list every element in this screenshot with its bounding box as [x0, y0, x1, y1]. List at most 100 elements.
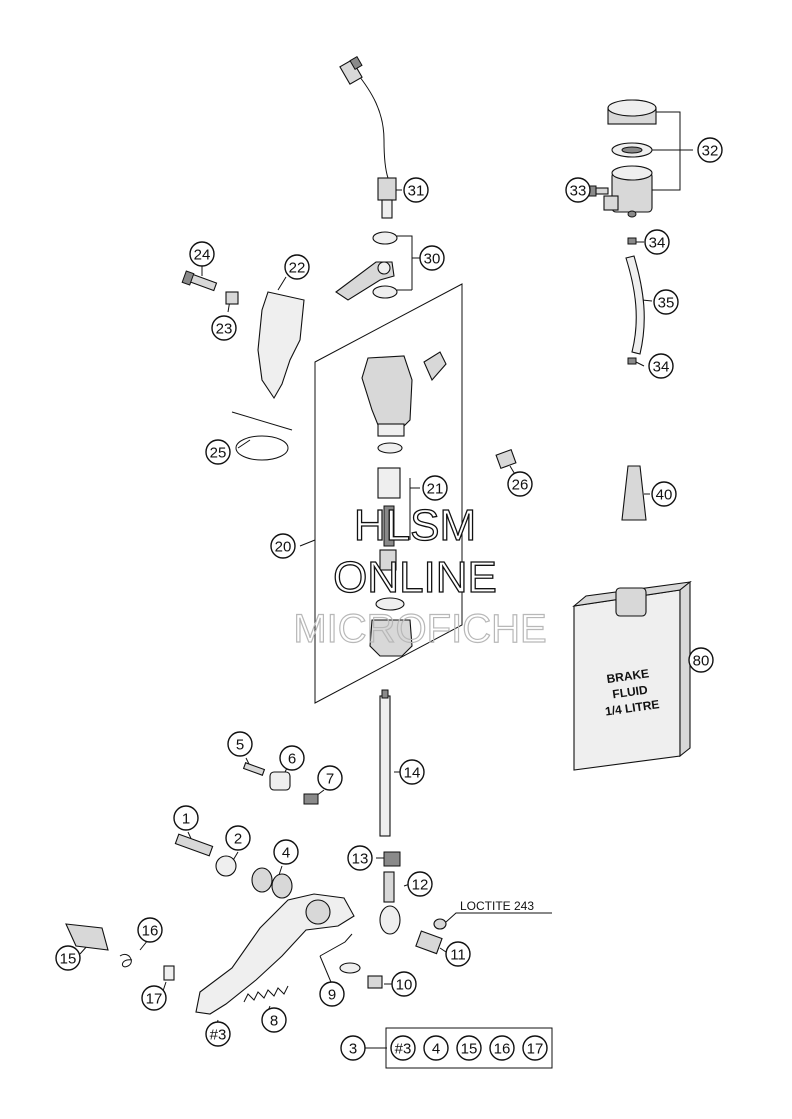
callout-circle: [648, 353, 674, 379]
callout-circle: [225, 825, 251, 851]
kit-member-circle: [522, 1035, 548, 1061]
watermark-line2: ONLINE: [333, 553, 497, 602]
callout-label: 1: [182, 811, 190, 828]
loctite-note: LOCTITE 243: [460, 899, 534, 913]
callout-label: 9: [328, 987, 336, 1004]
callout-label: 2: [234, 831, 242, 848]
kit-member-1: 4: [423, 1035, 449, 1061]
callout-circle: [419, 245, 445, 271]
callout-label: 5: [236, 737, 244, 754]
callout-circle: [173, 805, 199, 831]
callout-label: 22: [289, 260, 306, 277]
callout-c26: 26: [507, 471, 533, 497]
callout-c7: 7: [317, 765, 343, 791]
kit-member-3: 16: [489, 1035, 515, 1061]
callout-c20: 20: [270, 533, 296, 559]
callout-label: 25: [210, 445, 227, 462]
callout-circle: [688, 647, 714, 673]
callout-c22: 22: [284, 254, 310, 280]
kit-member-4: 17: [522, 1035, 548, 1061]
callout-circle: [697, 137, 723, 163]
callout-label: 35: [658, 295, 675, 312]
bottle-label-line1: BRAKE: [606, 666, 650, 686]
kit-member-label: 15: [461, 1041, 478, 1058]
watermark-line1: HLSM: [354, 501, 476, 550]
callout-c31: 31: [403, 177, 429, 203]
callout-c13: 13: [347, 845, 373, 871]
callout-label: 80: [693, 653, 710, 670]
callout-label: 8: [270, 1013, 278, 1030]
callout-circle: [347, 845, 373, 871]
kit-member-label: 16: [494, 1041, 511, 1058]
kit-member-2: 15: [456, 1035, 482, 1061]
callout-c34b: 34: [648, 353, 674, 379]
callout-label: 17: [146, 991, 163, 1008]
callout-c5: 5: [227, 731, 253, 757]
watermark-line3: MICROFICHE: [293, 607, 546, 651]
callout-circle: [317, 765, 343, 791]
callout-c21: 21: [422, 475, 448, 501]
kit-member-label: #3: [395, 1041, 412, 1058]
kit-member-circle: [423, 1035, 449, 1061]
callout-label: 21: [427, 481, 444, 498]
callout-c11: 11: [445, 941, 471, 967]
callout-c80: 80: [688, 647, 714, 673]
callout-label: 12: [412, 877, 429, 894]
callout-label: #3: [210, 1027, 227, 1044]
callout-label: 33: [570, 183, 587, 200]
callout-circle: [340, 1035, 366, 1061]
callout-label: 34: [649, 235, 666, 252]
callout-circle: [391, 971, 417, 997]
callout-c23: 23: [211, 315, 237, 341]
kit-member-0: #3: [390, 1035, 416, 1061]
kit-member-circle: [456, 1035, 482, 1061]
callout-circle: [205, 439, 231, 465]
callout-circle: [227, 731, 253, 757]
callout-label: 14: [404, 765, 421, 782]
callout-circle: [273, 839, 299, 865]
callout-c32: 32: [697, 137, 723, 163]
callout-circle: [189, 241, 215, 267]
callout-label: 26: [512, 477, 529, 494]
callout-circle: [319, 981, 345, 1007]
kit-box: [385, 1027, 553, 1069]
callout-circle: [399, 759, 425, 785]
callout-circle: [211, 315, 237, 341]
callout-c25: 25: [205, 439, 231, 465]
callout-circle: [137, 917, 163, 943]
callout-label: 23: [216, 321, 233, 338]
callout-label: 3: [349, 1041, 357, 1058]
callout-c10: 10: [391, 971, 417, 997]
callout-circle: [644, 229, 670, 255]
callout-c9: 9: [319, 981, 345, 1007]
callout-c3: 3: [340, 1035, 366, 1061]
callout-label: 24: [194, 247, 211, 264]
kit-member-label: 17: [527, 1041, 544, 1058]
callout-label: 34: [653, 359, 670, 376]
parts: [65, 55, 692, 1015]
callout-circle: [407, 871, 433, 897]
callout-label: 32: [702, 143, 719, 160]
callout-label: 30: [424, 251, 441, 268]
callout-circle: [653, 289, 679, 315]
callout-c24: 24: [189, 241, 215, 267]
callout-label: 31: [408, 183, 425, 200]
callout-c40: 40: [651, 481, 677, 507]
bottle-label: BRAKE FLUID 1/4 LITRE: [604, 666, 660, 718]
callout-label: 10: [396, 977, 413, 994]
callout-label: 11: [450, 947, 466, 964]
callout-label: 15: [60, 951, 77, 968]
callout-c4: 4: [273, 839, 299, 865]
callout-c1: 1: [173, 805, 199, 831]
callout-c12: 12: [407, 871, 433, 897]
callout-circle: [205, 1021, 231, 1047]
kit-member-label: 4: [432, 1041, 440, 1058]
watermark: HLSM ONLINE MICROFICHE: [293, 500, 548, 651]
callout-circle: [141, 985, 167, 1011]
callout-c16: 16: [137, 917, 163, 943]
callout-label: 6: [288, 751, 296, 768]
callout-c8: 8: [261, 1007, 287, 1033]
callout-circle: [651, 481, 677, 507]
